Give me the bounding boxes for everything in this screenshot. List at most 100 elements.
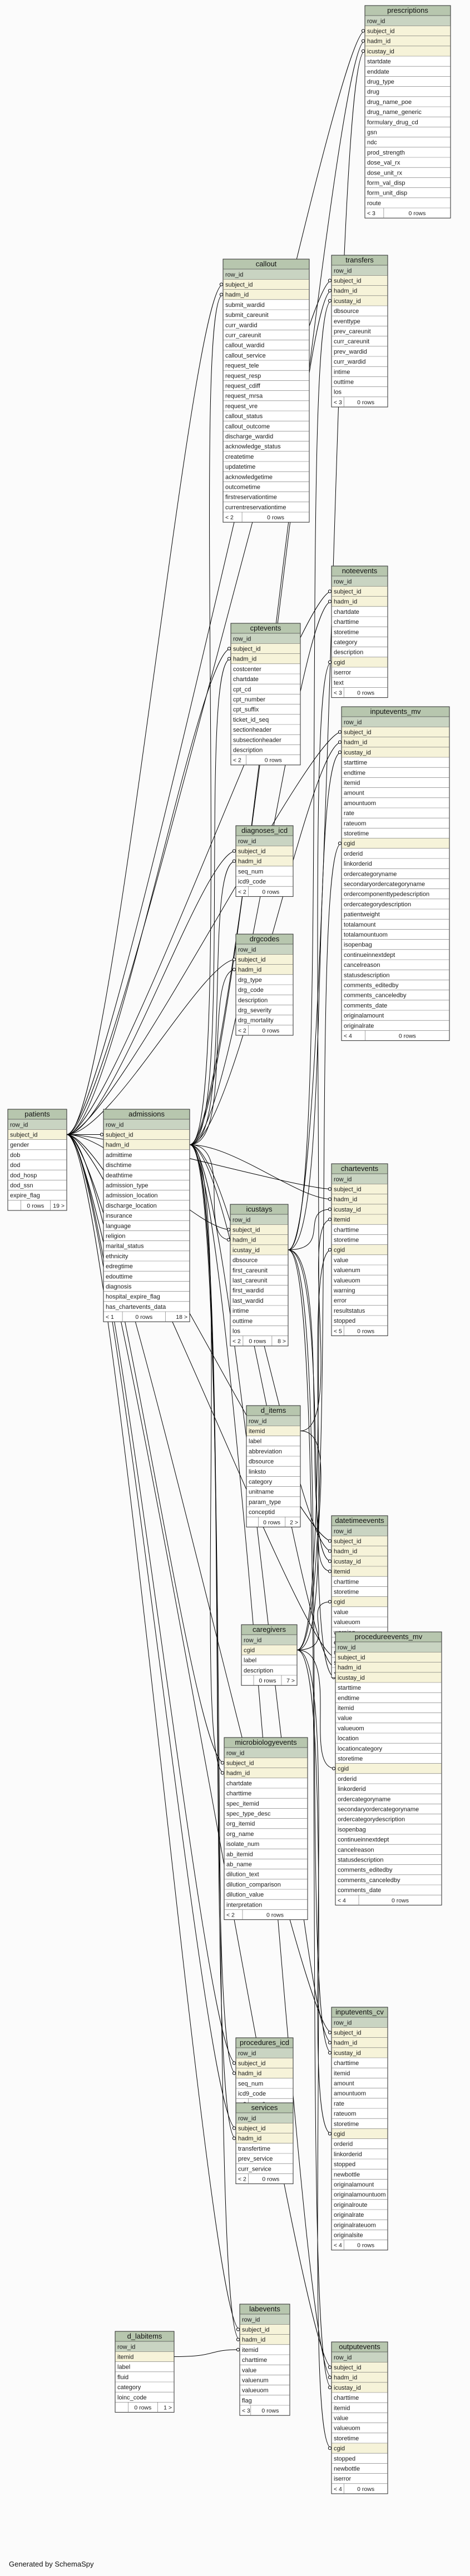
table-name: d_items: [261, 1406, 286, 1414]
column-submit-careunit: submit_careunit: [225, 312, 269, 319]
table-name: chartevents: [341, 1164, 379, 1173]
column-expire-flag: expire_flag: [10, 1193, 40, 1199]
crowfoot-marker: [328, 599, 332, 603]
table-callout[interactable]: calloutrow_idsubject_idhadm_idsubmit_war…: [222, 259, 310, 523]
column-secondaryordercategoryname: secondaryordercategoryname: [338, 1806, 419, 1813]
column-seq-num: seq_num: [238, 2081, 263, 2087]
column-hadm-id: hadm_id: [344, 739, 367, 746]
table-services[interactable]: servicesrow_idsubject_idhadm_idtransfert…: [235, 2102, 294, 2185]
column-createtime: createtime: [225, 454, 254, 460]
crowfoot-marker: [232, 2126, 236, 2130]
table-name: labevents: [249, 2305, 280, 2313]
crowfoot-marker: [328, 1539, 332, 1543]
table-labevents[interactable]: labeventsrow_idsubject_idhadm_iditemidch…: [239, 2304, 290, 2416]
column-admission-type: admission_type: [106, 1183, 148, 1189]
column-subject-id: subject_id: [334, 278, 362, 285]
table-transfers[interactable]: transfersrow_idsubject_idhadm_idicustay_…: [331, 255, 388, 408]
children-count: 18 >: [176, 1314, 187, 1321]
column-stopped: stopped: [334, 1318, 355, 1324]
crowfoot-marker: [227, 657, 231, 661]
foreign-key-row: [236, 856, 293, 866]
column-warning: warning: [333, 1288, 355, 1294]
table-diagnoses-icd[interactable]: diagnoses_icdrow_idsubject_idhadm_idseq_…: [235, 825, 294, 897]
table-cptevents[interactable]: cpteventsrow_idsubject_idhadm_idcostcent…: [230, 623, 301, 766]
row-count: 0 rows: [134, 2405, 151, 2411]
column-isopenbag: isopenbag: [338, 1826, 366, 1833]
crowfoot-marker: [328, 1559, 332, 1563]
table-d-items[interactable]: d_itemsrow_iditemidlabelabbreviationdbso…: [246, 1405, 301, 1527]
crowfoot-marker: [328, 2031, 332, 2034]
column-abbreviation: abbreviation: [249, 1448, 282, 1455]
column-icustay-id: icustay_id: [334, 1207, 361, 1213]
column-row-id: row_id: [225, 271, 243, 278]
column-storetime: storetime: [334, 2121, 359, 2127]
table-inputevents-mv[interactable]: inputevents_mvrow_idsubject_idhadm_idicu…: [341, 706, 450, 1041]
relationship-edge: [189, 861, 236, 1145]
table-patients[interactable]: patientsrow_idsubject_idgenderdobdoddod_…: [7, 1109, 67, 1211]
table-microbiologyevents[interactable]: microbiologyeventsrow_idsubject_idhadm_i…: [224, 1737, 308, 1920]
column-form-unit-disp: form_unit_disp: [367, 190, 407, 197]
column-request-cdiff: request_cdiff: [225, 383, 261, 390]
column-itemid: itemid: [344, 780, 360, 787]
table-outputevents[interactable]: outputeventsrow_idsubject_idhadm_idicust…: [331, 2341, 388, 2494]
table-noteevents[interactable]: noteeventsrow_idsubject_idhadm_idchartda…: [331, 565, 388, 698]
table-d-labitems[interactable]: d_labitemsrow_iditemidlabelfluidcategory…: [115, 2331, 175, 2413]
column-icustay-id: icustay_id: [334, 2385, 361, 2391]
table-prescriptions[interactable]: prescriptionsrow_idsubject_idhadm_idicus…: [364, 5, 451, 219]
column-cgid: cgid: [244, 1647, 255, 1654]
table-inputevents-cv[interactable]: inputevents_cvrow_idsubject_idhadm_idicu…: [331, 2007, 388, 2251]
table-procedureevents-mv[interactable]: procedureevents_mvrow_idsubject_idhadm_i…: [335, 1631, 442, 1905]
column-updatetime: updatetime: [225, 464, 255, 470]
column-itemid: itemid: [334, 2405, 350, 2411]
column-dod: dod: [10, 1162, 20, 1169]
crowfoot-marker: [232, 2071, 236, 2075]
crowfoot-marker: [328, 299, 332, 303]
foreign-key-row: [332, 2047, 388, 2058]
column-hadm-id: hadm_id: [334, 288, 357, 295]
table-drgcodes[interactable]: drgcodesrow_idsubject_idhadm_iddrg_typed…: [235, 934, 294, 1036]
column-language: language: [106, 1223, 131, 1229]
parents-count: < 2: [238, 889, 246, 895]
column-drug-name-poe: drug_name_poe: [367, 99, 412, 106]
column-subject-id: subject_id: [238, 848, 266, 855]
relationship-edge: [66, 1134, 236, 2063]
column-enddate: enddate: [367, 68, 389, 75]
foreign-key-row: [342, 727, 449, 737]
relationship-edge: [288, 300, 332, 1250]
column-resultstatus: resultstatus: [334, 1308, 365, 1314]
table-admissions[interactable]: admissionsrow_idsubject_idhadm_idadmitti…: [103, 1109, 190, 1322]
row-count: 0 rows: [262, 889, 279, 895]
primary-key-row: [240, 2314, 290, 2325]
column-ndc: ndc: [367, 140, 377, 146]
parents-count: < 2: [232, 1338, 241, 1345]
column-charttime: charttime: [226, 1790, 251, 1797]
relationship-edge: [66, 1134, 336, 1657]
column-endtime: endtime: [338, 1695, 359, 1701]
foreign-key-row: [230, 1234, 288, 1245]
column-description: description: [244, 1667, 273, 1674]
parents-count: < 3: [334, 399, 342, 406]
table-procedures-icd[interactable]: procedures_icdrow_idsubject_idhadm_idseq…: [235, 2037, 294, 2109]
column-row-id: row_id: [334, 578, 352, 585]
foreign-key-row: [332, 275, 388, 286]
relationship-edge: [189, 1144, 240, 2340]
foreign-key-row: [335, 1662, 442, 1672]
relationship-edge: [66, 284, 224, 1135]
row-count: 0 rows: [249, 1338, 266, 1345]
column-charttime: charttime: [334, 2060, 359, 2067]
column-iserror: iserror: [334, 2476, 352, 2483]
column-diagnosis: diagnosis: [106, 1284, 132, 1291]
table-name: d_labitems: [127, 2332, 162, 2340]
parents-count: < 4: [334, 2242, 342, 2249]
foreign-key-row: [332, 2037, 388, 2048]
column-cancelreason: cancelreason: [344, 962, 380, 969]
parents-count: < 4: [344, 1033, 352, 1040]
column-icustay-id: icustay_id: [338, 1675, 365, 1681]
table-icustays[interactable]: icustaysrow_idsubject_idhadm_idicustay_i…: [230, 1204, 289, 1347]
table-chartevents[interactable]: charteventsrow_idsubject_idhadm_idicusta…: [331, 1163, 388, 1336]
column-hadm-id: hadm_id: [238, 967, 261, 974]
column-conceptid: conceptid: [249, 1509, 275, 1516]
crowfoot-marker: [328, 289, 332, 292]
relationship-edge: [288, 51, 365, 1250]
